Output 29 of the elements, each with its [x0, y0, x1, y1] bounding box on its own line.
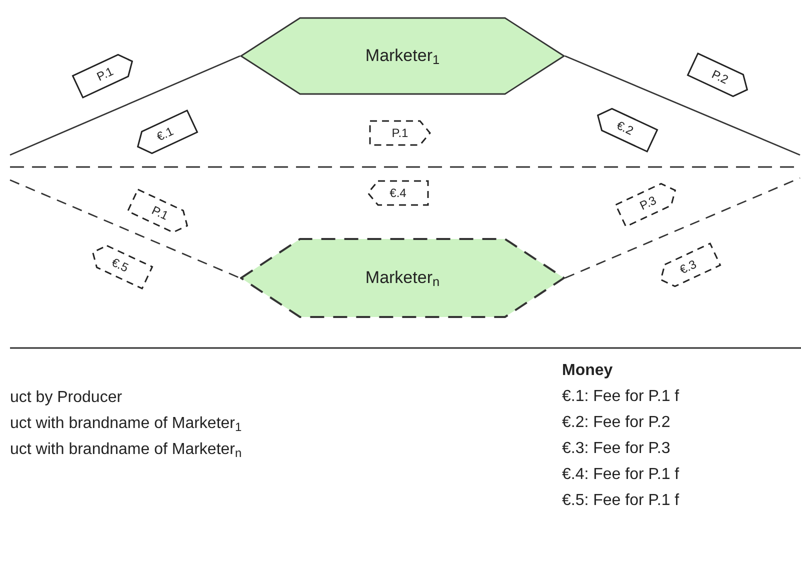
legend-heading: Money [562, 361, 614, 381]
flow-line [564, 55, 800, 156]
legend-text: €.3: Fee for P.3 [562, 439, 672, 459]
tag-text: €.2 [614, 119, 636, 137]
tag-text: €.5 [110, 256, 130, 274]
tag-text: P.2 [710, 68, 730, 86]
legend-text: uct with brandname of Marketer$_{n}$ [10, 440, 242, 462]
tag-text: P.1 [95, 65, 115, 83]
hexagon-box [240, 238, 565, 318]
flow-line [10, 179, 240, 279]
legend-text: €.2: Fee for P.2 [562, 413, 672, 433]
legend-text: uct with brandname of Marketer$_{1}$ [10, 414, 242, 436]
tag-shape [369, 120, 431, 146]
hexagon-box [240, 17, 565, 95]
tag-text: €.1 [154, 125, 176, 143]
legend-text: €.4: Fee for P.1 f [562, 465, 680, 485]
flow-line [10, 55, 240, 156]
tag-shape [367, 180, 429, 206]
tag-text: €.4 [390, 187, 406, 199]
legend-text: €.5: Fee for P.1 f [562, 491, 680, 511]
tag-text: P.1 [392, 127, 408, 139]
node-text: Marketer$_{1}$ [365, 45, 440, 69]
legend-text: uct by Producer [10, 388, 124, 408]
tag-text: P.1 [150, 204, 170, 222]
legend-text: €.1: Fee for P.1 f [562, 387, 680, 407]
tag-text: €.3 [678, 258, 698, 276]
flow-line [564, 177, 800, 279]
tag-text: P.3 [638, 194, 658, 212]
node-text: Marketer$_{n}$ [365, 267, 440, 291]
